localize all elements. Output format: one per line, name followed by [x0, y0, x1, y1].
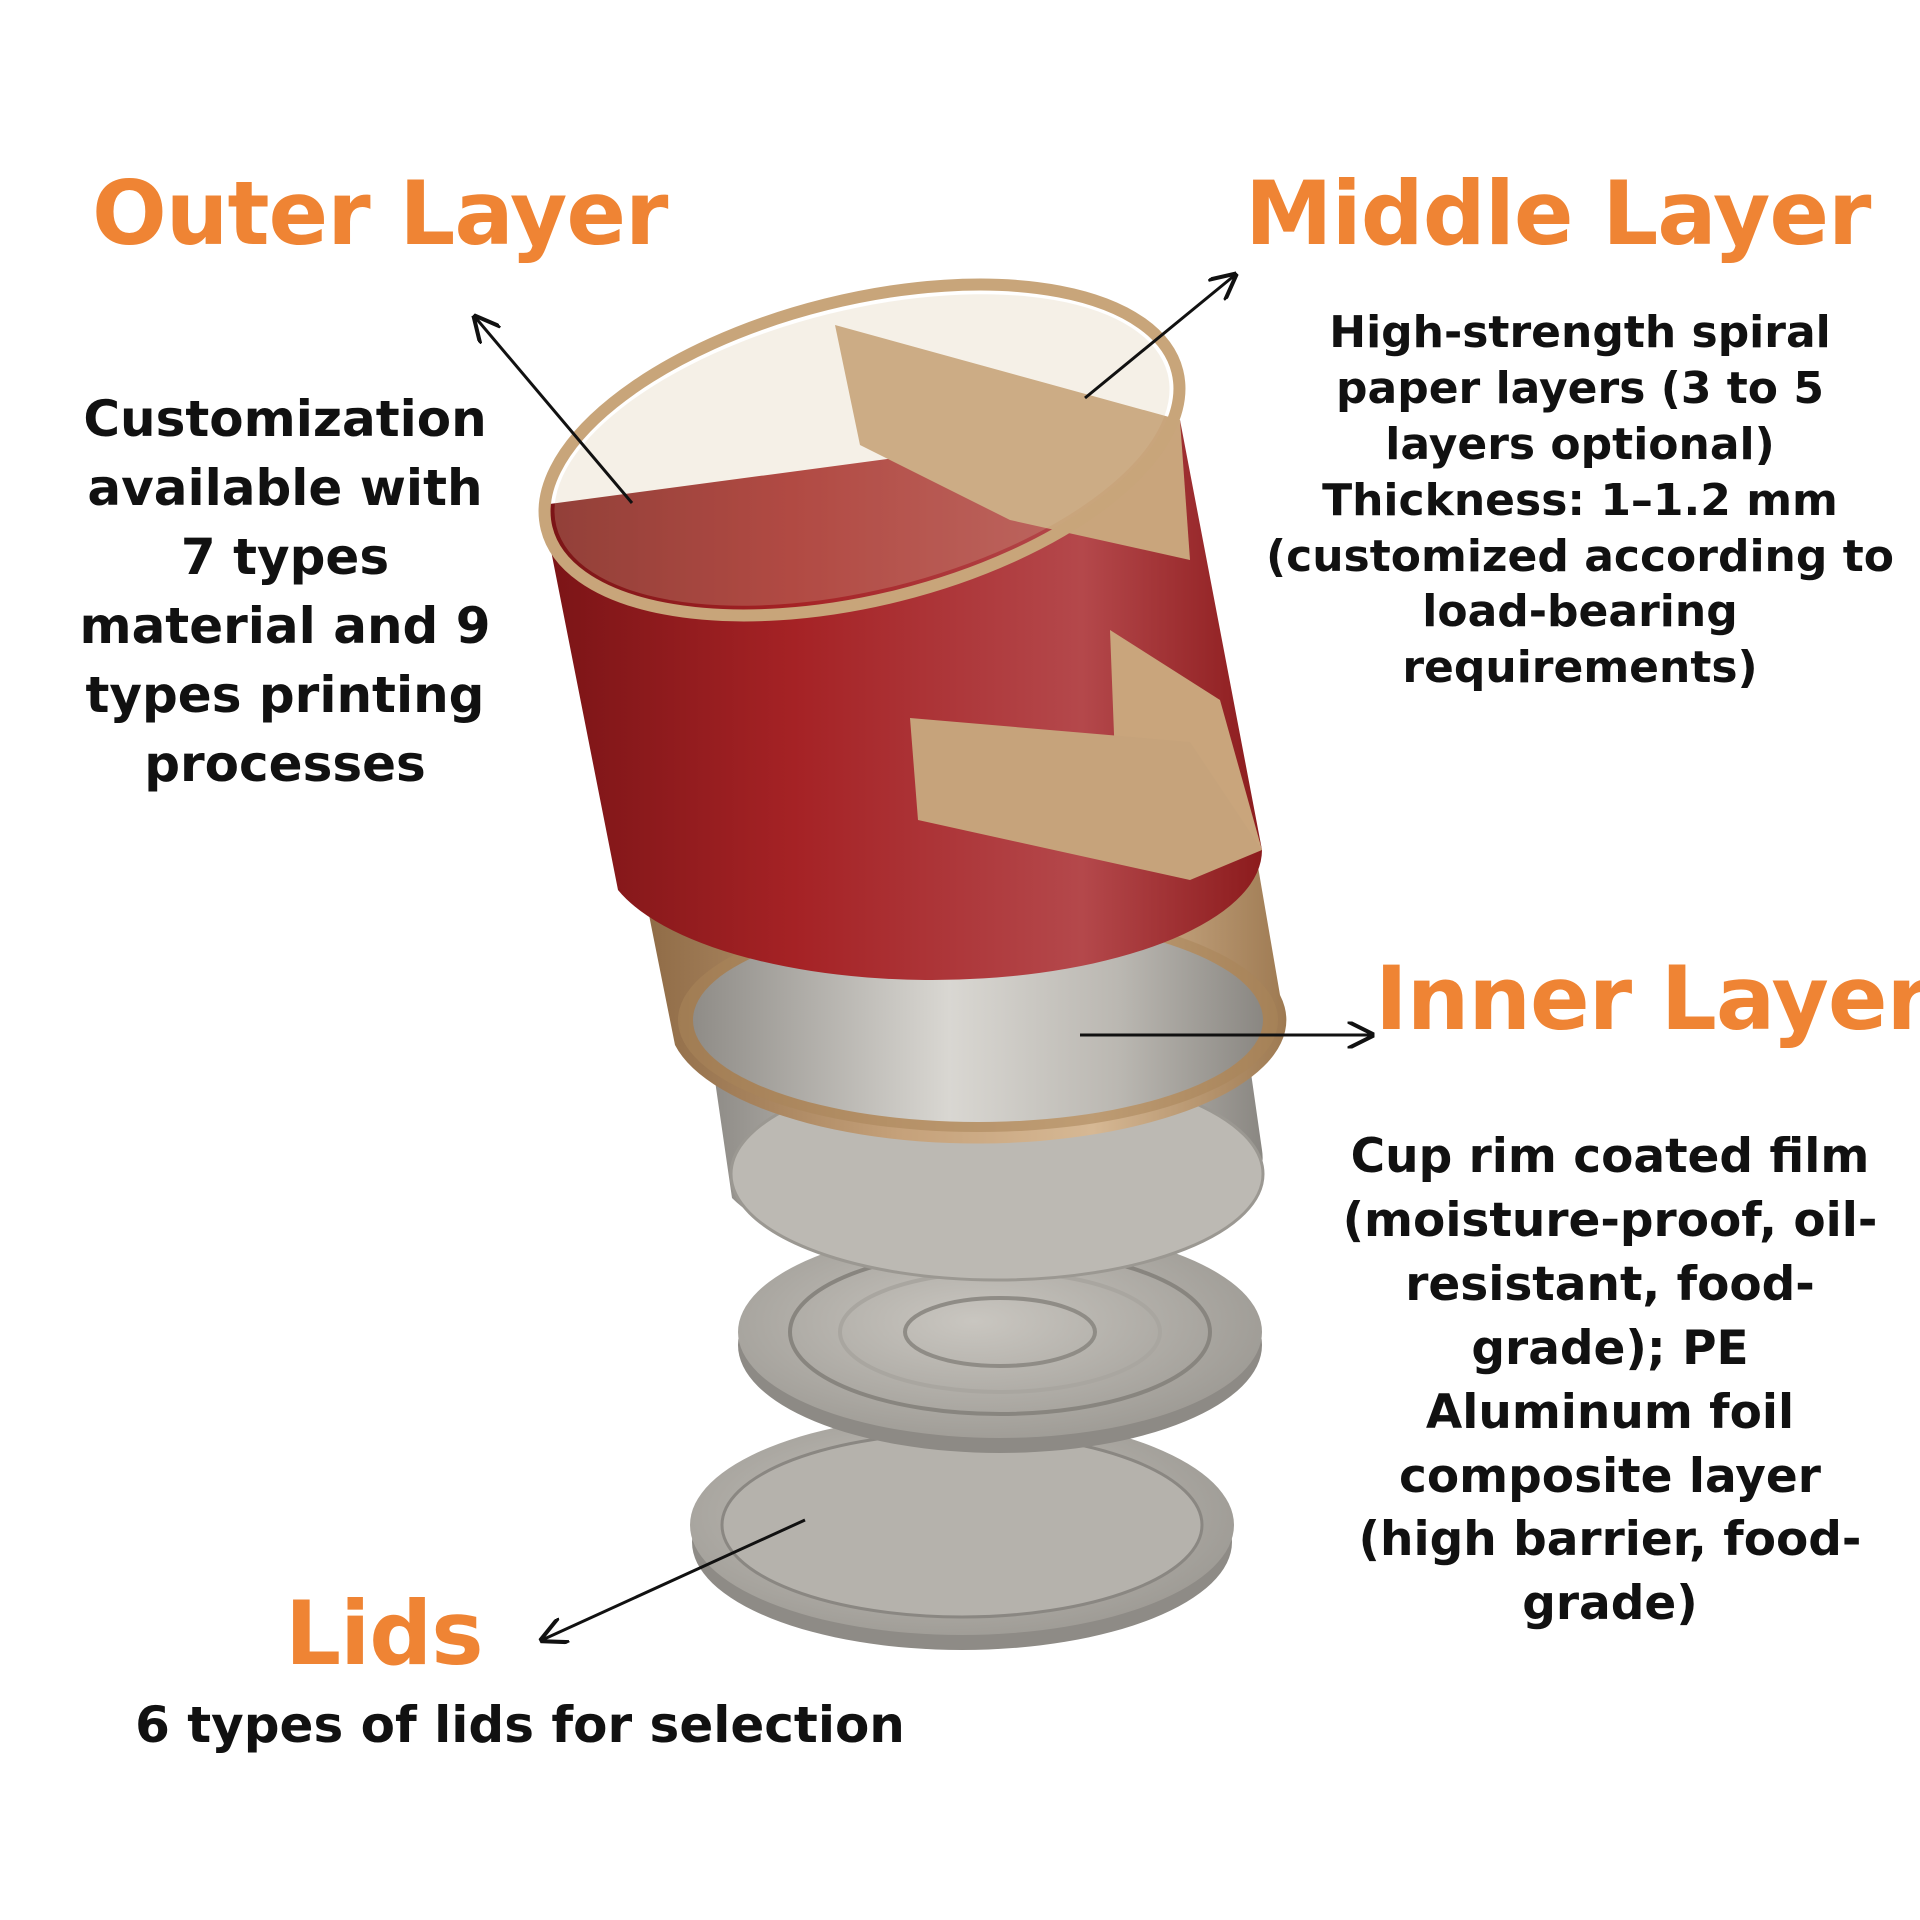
- inner-layer-title: Inner Layer: [1375, 947, 1920, 1050]
- middle-layer-description: High-strength spiral paper layers (3 to …: [1260, 305, 1900, 696]
- desc-line: layers optional): [1385, 418, 1775, 470]
- red-outer-layer: [538, 278, 1262, 981]
- desc-line: paper layers (3 to 5: [1336, 362, 1824, 414]
- desc-line: Customization: [83, 390, 487, 448]
- desc-line: load-bearing: [1422, 586, 1738, 638]
- arrow-lids: [542, 1518, 806, 1640]
- lid-ringed: [738, 1226, 1262, 1453]
- desc-line: (moisture-proof, oil-: [1342, 1192, 1878, 1248]
- lid-tray: [690, 1415, 1234, 1650]
- desc-line: Cup rim coated film: [1350, 1129, 1870, 1184]
- lids-title: Lids: [285, 1582, 484, 1685]
- desc-line: requirements): [1402, 642, 1758, 694]
- desc-line: types printing: [85, 666, 485, 724]
- desc-line: material and 9: [79, 597, 491, 655]
- inner-layer-description: Cup rim coated film (moisture-proof, oil…: [1330, 1125, 1890, 1636]
- outer-layer-description: Customization available with 7 types mat…: [55, 385, 515, 799]
- desc-line: 7 types: [180, 528, 390, 586]
- arrow-outer-layer: [475, 317, 634, 504]
- desc-line: grade): [1522, 1576, 1698, 1632]
- desc-line: High-strength spiral: [1329, 307, 1831, 358]
- desc-line: available with: [87, 459, 483, 517]
- desc-line: (high barrier, food-: [1358, 1512, 1862, 1568]
- desc-line: 6 types of lids for selection: [135, 1696, 905, 1754]
- middle-layer-title: Middle Layer: [1245, 162, 1871, 265]
- arrow-middle-layer: [1084, 275, 1235, 400]
- lids-description: 6 types of lids for selection: [120, 1695, 920, 1756]
- desc-line: Aluminum foil: [1425, 1384, 1795, 1440]
- desc-line: grade); PE: [1471, 1320, 1749, 1376]
- desc-line: resistant, food-: [1405, 1256, 1815, 1312]
- desc-line: processes: [144, 735, 426, 793]
- desc-line: (customized according to: [1266, 530, 1894, 582]
- outer-layer-title: Outer Layer: [92, 162, 668, 265]
- desc-line: composite layer: [1399, 1448, 1821, 1504]
- desc-line: Thickness: 1–1.2 mm: [1322, 474, 1838, 526]
